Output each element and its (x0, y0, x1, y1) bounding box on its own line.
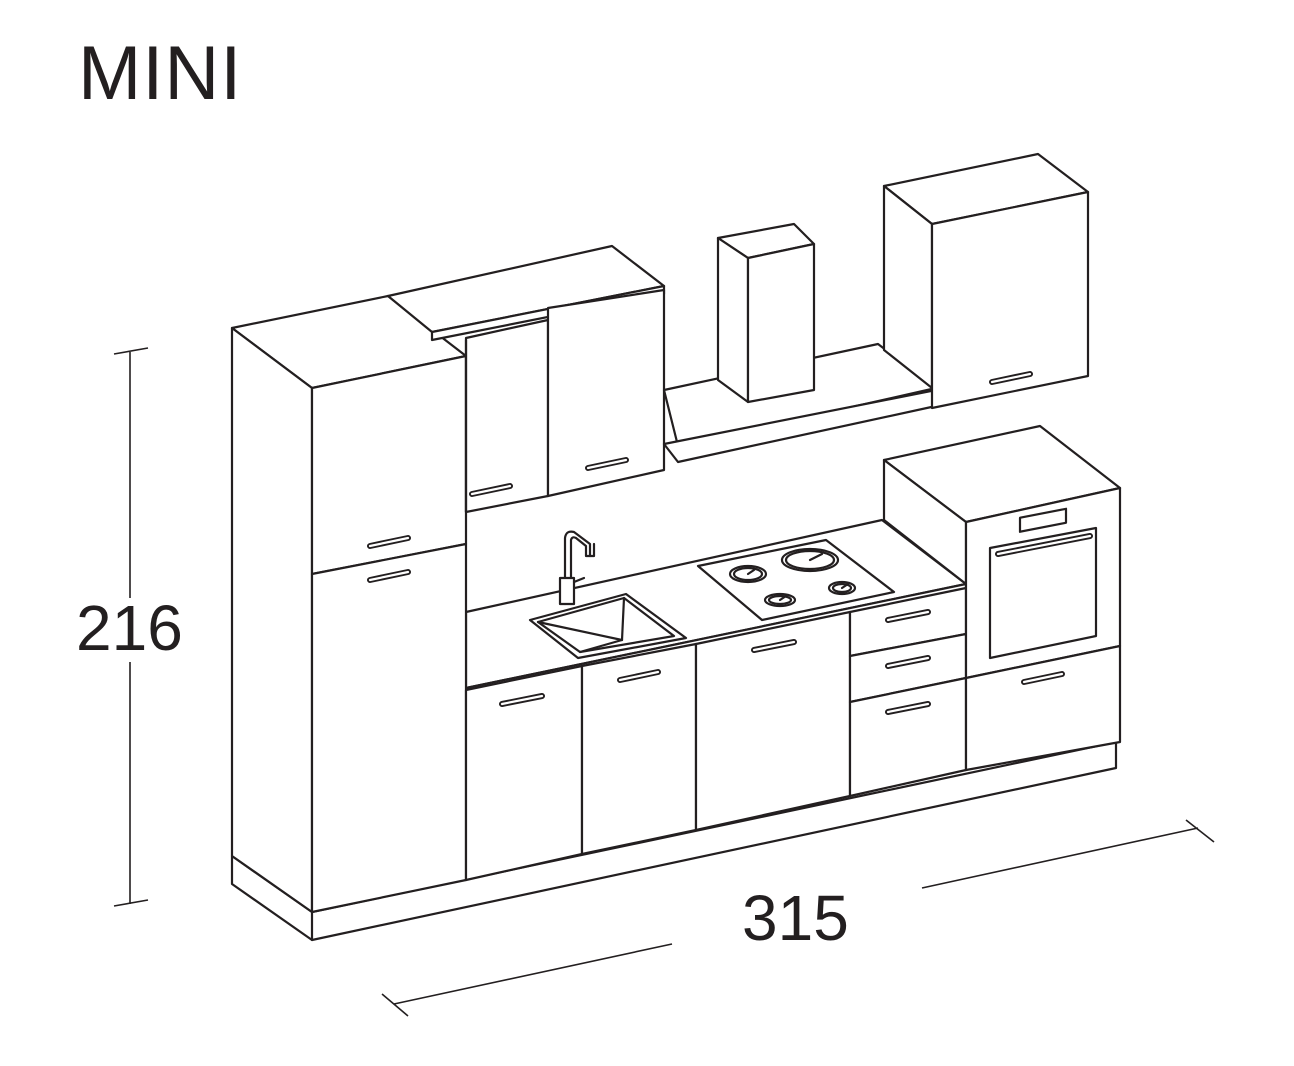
model-title: MINI (78, 31, 243, 116)
base-cabinets (464, 610, 852, 882)
extractor-hood (662, 222, 938, 464)
wall-cabinet-left (386, 244, 666, 514)
sink (528, 592, 688, 660)
height-dimension-line (113, 347, 149, 907)
width-dimension-label: 315 (742, 882, 849, 954)
wall-cabinet-right (882, 152, 1090, 410)
width-dimension-line (381, 819, 1215, 1017)
height-dimension-label: 216 (76, 592, 183, 664)
drawer-unit (848, 586, 968, 798)
oven-column (882, 424, 1122, 772)
faucet (558, 530, 596, 606)
hob (696, 538, 896, 622)
tall-column (230, 294, 468, 914)
